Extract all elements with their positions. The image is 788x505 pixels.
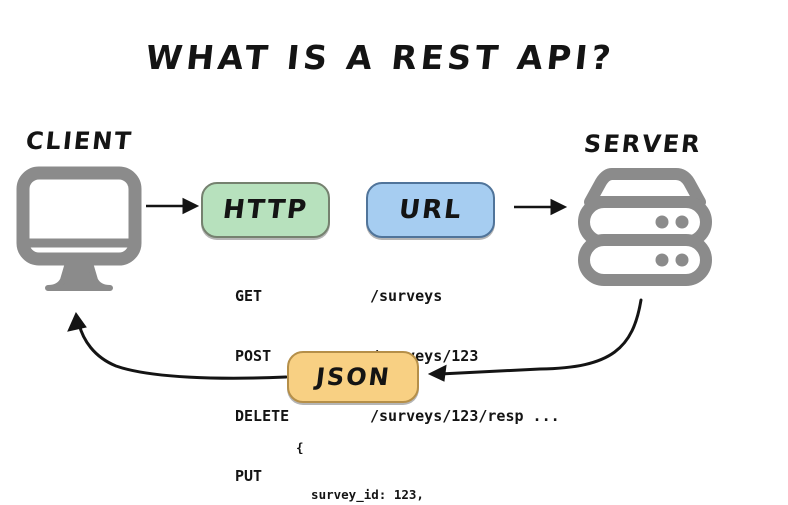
http-methods-list: GET POST DELETE PUT <box>235 246 289 505</box>
server-label: SERVER <box>582 130 704 158</box>
json-badge: JSON <box>287 351 419 403</box>
arrow-url-to-server <box>514 198 568 216</box>
json-code-line: survey_id: 123, <box>296 486 424 502</box>
arrow-client-to-http <box>146 197 200 215</box>
server-stack-icon <box>576 164 714 294</box>
http-method: PUT <box>235 467 263 485</box>
url-badge: URL <box>366 182 495 238</box>
url-path: /surveys <box>370 287 443 305</box>
http-badge-label: HTTP <box>221 195 310 225</box>
url-badge-label: URL <box>396 195 465 225</box>
http-method: GET <box>235 287 263 305</box>
client-label: CLIENT <box>24 127 135 155</box>
url-path: /surveys/123/resp ... <box>370 407 560 425</box>
http-badge: HTTP <box>201 182 330 238</box>
monitor-icon <box>14 164 144 296</box>
json-response-code: { survey_id: 123, score: 9, message: "am… <box>296 409 477 505</box>
http-method: DELETE <box>235 407 290 425</box>
http-method: POST <box>235 347 272 365</box>
diagram-title: WHAT IS A REST API? <box>143 38 617 77</box>
json-badge-label: JSON <box>313 363 393 391</box>
json-code-line: { <box>296 440 304 455</box>
